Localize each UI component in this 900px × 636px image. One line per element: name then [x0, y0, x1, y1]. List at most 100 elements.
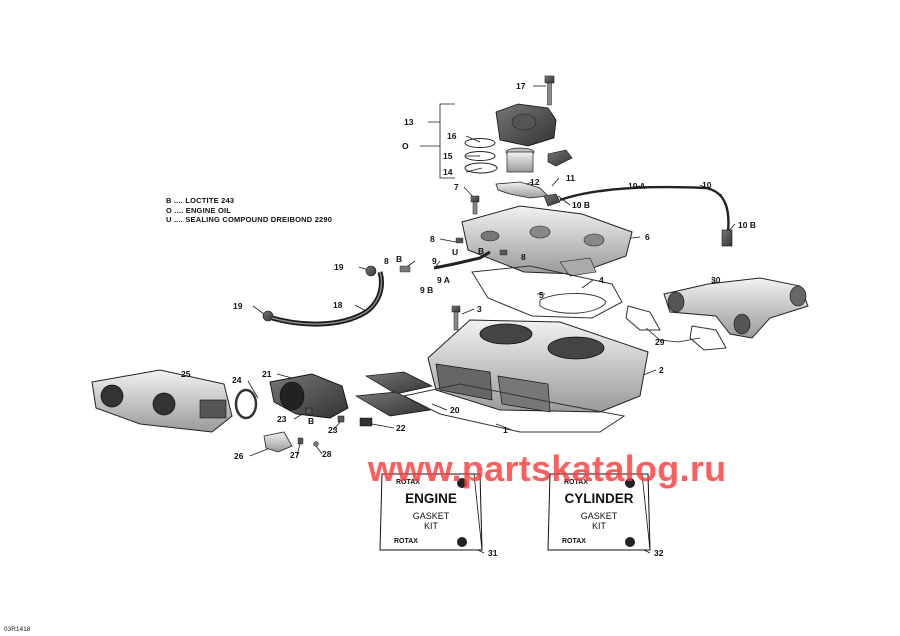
clamp-24-icon: [234, 388, 258, 420]
kit-brand-top: ROTAX: [564, 479, 588, 486]
kit-brand-bottom: ROTAX: [394, 538, 418, 545]
gasket-29b-icon: [689, 325, 727, 351]
bolt-17-icon: [544, 75, 555, 106]
sealant-legend: B .... LOCTITE 243 O .... ENGINE OIL U .…: [166, 196, 332, 225]
thermostat-icon: [505, 147, 573, 173]
callout-18: 18: [333, 300, 343, 310]
callout-23a: 23: [277, 414, 287, 424]
figure-reference: 03R1418: [4, 626, 31, 633]
callout-labels: 17 1 3 16 O 15 14 12 11 10 A 10 7 10 B 10…: [181, 81, 756, 558]
callout-11: 11: [566, 173, 575, 183]
head-gasket-5-icon: [471, 265, 623, 319]
callout-9b: 9 B: [420, 285, 433, 295]
cylinder-head-6-icon: [461, 205, 633, 277]
watermark-text: www.partskatalog.ru: [368, 448, 727, 489]
callout-17: 17: [516, 81, 526, 91]
spacer-22-icon: [359, 417, 373, 427]
o-ring-4-icon: [539, 292, 607, 314]
kit-subtitle-1: GASKET: [580, 511, 618, 521]
fitting-8b-icon: [399, 265, 411, 273]
kit-brand-top: ROTAX: [396, 479, 420, 486]
callout-32: 32: [654, 548, 664, 558]
callout-10: 10: [702, 180, 712, 190]
callout-14: 14: [443, 167, 453, 177]
callout-20: 20: [450, 405, 460, 415]
clamp-19-icon: [365, 265, 377, 277]
gasket-29-icon: [625, 305, 661, 331]
fitting-8-icon: [455, 237, 464, 244]
kit-bag-outline: [547, 473, 651, 551]
callout-26: 26: [234, 451, 244, 461]
kit-subtitle-2: KIT: [591, 521, 606, 531]
callout-3: 3: [477, 304, 482, 314]
callout-9a: 9 A: [437, 275, 450, 285]
callout-31: 31: [488, 548, 498, 558]
callout-29: 29: [655, 337, 665, 347]
exhaust-manifold-30-icon: [663, 277, 809, 339]
callout-19b: 19: [233, 301, 243, 311]
bolt-7-icon: [470, 195, 480, 215]
cylinder-gasket-kit: ROTAX CYLINDER GASKET KIT ROTAX: [546, 470, 652, 552]
hose-9-icon: [433, 250, 491, 270]
screw-23-icon: [305, 407, 313, 415]
callout-25: 25: [181, 369, 191, 379]
callout-u: U: [452, 247, 458, 257]
reed-valve-20-icon: [354, 371, 434, 417]
callout-21: 21: [262, 369, 272, 379]
callout-8b: 8: [521, 252, 526, 262]
kit-brand-bottom: ROTAX: [562, 538, 586, 545]
legend-engine-oil: O .... ENGINE OIL: [166, 205, 232, 215]
callout-23b: 23: [328, 425, 338, 435]
callout-22: 22: [396, 423, 406, 433]
throttle-body-25-icon: [91, 369, 233, 433]
o-ring-15-icon: [464, 151, 496, 161]
callout-28: 28: [322, 449, 332, 459]
callout-9: 9: [432, 256, 437, 266]
callout-7: 7: [454, 182, 459, 192]
callout-24: 24: [232, 375, 242, 385]
bolt-3-icon: [451, 305, 461, 331]
legend-sealing-compound: U .... SEALING COMPOUND DREIBOND 2290: [166, 215, 333, 224]
washer-28-icon: [313, 441, 319, 447]
callout-16: 16: [447, 131, 457, 141]
kit-title: ENGINE: [405, 491, 457, 506]
callout-15: 15: [443, 151, 453, 161]
callout-6: 6: [645, 232, 650, 242]
bracket-12-icon: [495, 181, 549, 199]
callout-o-oil: O: [402, 141, 409, 151]
fitting-8c-icon: [499, 249, 508, 256]
legend-loctite: B .... LOCTITE 243: [166, 196, 235, 205]
callout-b3: B: [308, 416, 314, 426]
intake-adapter-21-icon: [269, 373, 349, 419]
sensor-11-icon: [543, 193, 561, 207]
thermostat-cover-icon: [495, 103, 557, 147]
callout-b1: B: [478, 246, 484, 256]
callout-30: 30: [711, 275, 721, 285]
kit-title: CYLINDER: [564, 491, 634, 506]
base-gasket-1-icon: [402, 383, 626, 433]
callout-4: 4: [599, 275, 604, 285]
callout-19a: 19: [334, 262, 344, 272]
hose-18-icon: [271, 271, 384, 327]
clamp-19b-icon: [262, 310, 274, 322]
callout-12: 12: [530, 177, 540, 187]
callout-5: 5: [539, 290, 544, 300]
callout-b2: B: [396, 254, 402, 264]
kit-subtitle-1: GASKET: [412, 511, 450, 521]
kit-subtitle-2: KIT: [423, 521, 438, 531]
bracket-26-icon: [263, 431, 293, 453]
screw-27-icon: [297, 437, 304, 445]
callout-10a: 10 A: [628, 181, 646, 191]
engine-gasket-kit: ROTAX ENGINE GASKET KIT ROTAX: [378, 470, 484, 552]
wiring-harness-10-icon: [559, 185, 733, 247]
callout-10b-a: 10 B: [572, 200, 590, 210]
screw-23b-icon: [337, 415, 345, 423]
callout-8c: 8: [384, 256, 389, 266]
cylinder-block-2-icon: [427, 319, 649, 413]
o-ring-16-icon: [464, 138, 496, 148]
callout-10b-b: 10 B: [738, 220, 756, 230]
kit-bag-outline: [379, 473, 483, 551]
callout-1: 1: [503, 425, 508, 435]
callout-8a: 8: [430, 234, 435, 244]
